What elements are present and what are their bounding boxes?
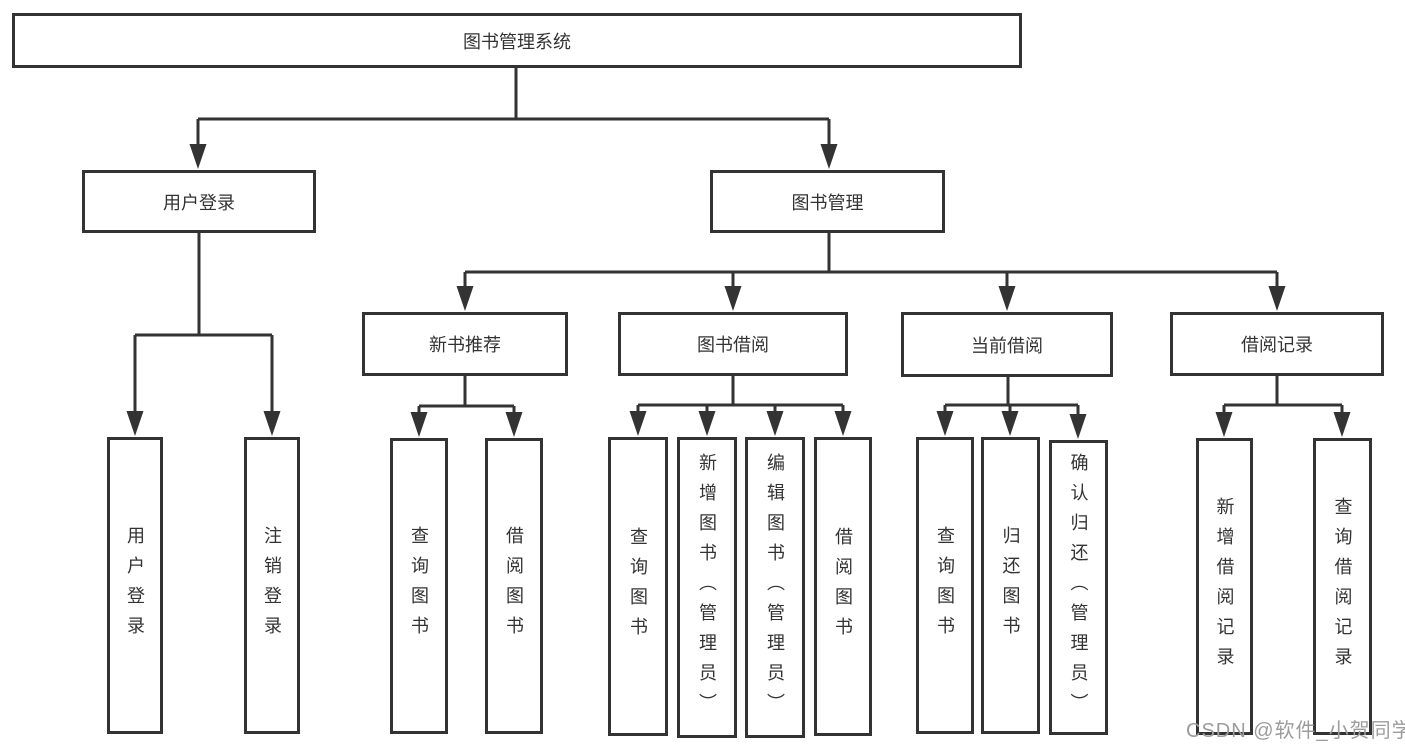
arrow-down-icon	[1069, 414, 1087, 439]
branch-node-user-login: 用户登录	[82, 170, 316, 233]
arrow-down-icon	[126, 411, 144, 436]
leaf-node-query-books: 查询图书	[390, 438, 448, 734]
leaf-node-query-books: 查询图书	[916, 437, 974, 734]
arrow-down-icon	[834, 411, 852, 436]
leaf-node-user-login: 用户登录	[107, 437, 163, 734]
leaf-node-query-borrow-record: 查询借阅记录	[1313, 438, 1372, 735]
connector-book-mgmt-to-level3	[463, 233, 1279, 292]
node-label: 注销登录	[262, 525, 282, 646]
node-label: 确认归还（管理员）	[1068, 452, 1089, 723]
branch-node-book-management: 图书管理	[710, 170, 945, 233]
arrowheads	[126, 144, 1351, 439]
leaf-node-borrow-books: 借阅图书	[814, 437, 872, 736]
arrow-down-icon	[1333, 412, 1351, 437]
node-label: 借阅记录	[1241, 335, 1313, 355]
node-label: 当前借阅	[971, 335, 1043, 356]
node-label: 归还图书	[1000, 525, 1021, 646]
connector-root-to-level2	[196, 68, 831, 150]
arrow-down-icon	[724, 286, 742, 311]
node-label: 新增借阅记录	[1214, 496, 1235, 677]
arrow-down-icon	[766, 411, 784, 436]
root-node-library-system: 图书管理系统	[12, 13, 1022, 68]
arrow-down-icon	[998, 286, 1016, 311]
node-label: 新增图书（管理员）	[697, 452, 717, 723]
node-label: 查询借阅记录	[1332, 496, 1353, 677]
node-label: 用户登录	[163, 192, 235, 213]
node-label: 图书借阅	[697, 335, 769, 355]
leaf-node-add-borrow-record: 新增借阅记录	[1196, 438, 1253, 735]
arrow-down-icon	[936, 411, 954, 436]
arrow-down-icon	[410, 412, 428, 437]
leaf-node-edit-books-admin: 编辑图书（管理员）	[745, 437, 805, 738]
connector-borrow-to-leaves	[636, 375, 845, 418]
branch-node-borrowing-records: 借阅记录	[1170, 312, 1384, 376]
node-label: 查询图书	[409, 526, 429, 646]
connector-user-login-to-leaves	[133, 233, 274, 418]
node-label: 图书管理系统	[463, 31, 571, 52]
node-label: 查询图书	[628, 526, 648, 647]
branch-node-book-borrowing: 图书借阅	[618, 312, 848, 376]
branch-node-current-borrowing: 当前借阅	[901, 312, 1113, 377]
arrow-down-icon	[698, 411, 716, 436]
arrow-down-icon	[456, 286, 474, 311]
arrow-down-icon	[629, 411, 647, 436]
leaf-node-logout: 注销登录	[244, 437, 300, 734]
node-label: 借阅图书	[504, 526, 524, 646]
node-label: 编辑图书（管理员）	[765, 452, 785, 723]
connector-newbook-to-leaves	[417, 375, 516, 420]
node-label: 用户登录	[125, 525, 145, 646]
connector-records-to-leaves	[1222, 375, 1344, 419]
arrow-down-icon	[263, 411, 281, 436]
leaf-node-borrow-books: 借阅图书	[485, 438, 543, 734]
node-label: 借阅图书	[833, 526, 853, 647]
leaf-node-query-books: 查询图书	[608, 437, 668, 736]
node-label: 新书推荐	[429, 335, 501, 355]
watermark-text: CSDN @软件_小贺同学	[1186, 720, 1405, 742]
node-label: 查询图书	[935, 525, 955, 646]
branch-node-new-book-recommend: 新书推荐	[362, 312, 568, 376]
leaf-node-return-books: 归还图书	[981, 437, 1040, 734]
arrow-down-icon	[505, 412, 523, 437]
arrow-down-icon	[1215, 412, 1233, 437]
arrow-down-icon	[1001, 411, 1019, 436]
arrow-down-icon	[189, 144, 207, 169]
leaf-node-confirm-return-admin: 确认归还（管理员）	[1049, 440, 1108, 735]
arrow-down-icon	[820, 144, 838, 169]
leaf-node-add-books-admin: 新增图书（管理员）	[677, 437, 737, 738]
arrow-down-icon	[1268, 286, 1286, 311]
node-label: 图书管理	[791, 192, 864, 213]
